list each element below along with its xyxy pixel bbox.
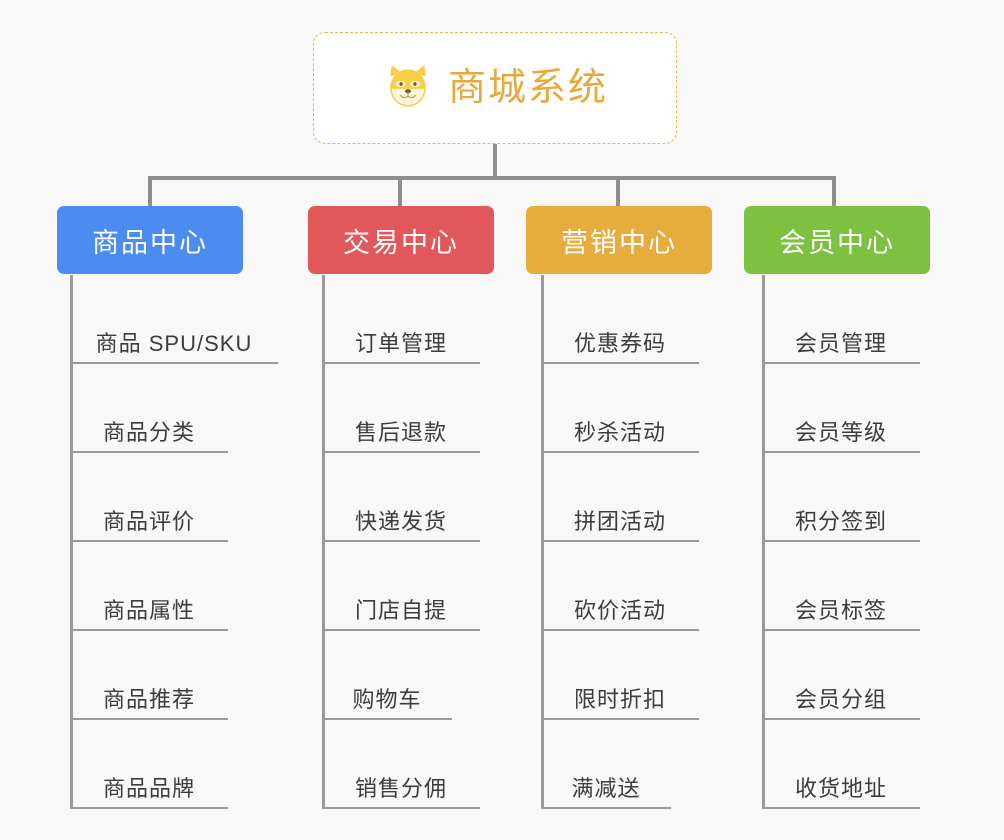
category-label: 营销中心 [561, 227, 677, 258]
leaf-item-label: 商品评价 [102, 508, 195, 534]
root-node-mall-system[interactable]: 商城系统 [313, 32, 677, 144]
leaf-item-label: 会员管理 [794, 330, 887, 356]
leaf-item-label: 商品品牌 [102, 775, 195, 801]
leaf-item-label: 购物车 [352, 686, 422, 712]
leaf-item[interactable]: 会员管理 [762, 275, 920, 364]
leaf-item-label: 会员等级 [794, 419, 887, 445]
shiba-dog-face-icon [390, 65, 426, 107]
leaf-item[interactable]: 商品推荐 [70, 631, 228, 720]
leaf-item-label: 积分签到 [794, 508, 887, 534]
leaf-trunk-line [541, 275, 544, 809]
leaf-trunk-line [322, 275, 325, 809]
leaf-item-label: 秒杀活动 [573, 419, 666, 445]
leaf-item[interactable]: 快递发货 [322, 453, 480, 542]
leaf-item-label: 会员标签 [794, 597, 887, 623]
leaf-item-label: 商品 SPU/SKU [95, 330, 253, 356]
leaf-item-label: 门店自提 [354, 597, 447, 623]
connector-root-stem [493, 144, 497, 179]
connector-drop-2 [398, 176, 402, 206]
leaf-item[interactable]: 商品 SPU/SKU [70, 275, 278, 364]
leaf-item[interactable]: 商品分类 [70, 364, 228, 453]
leaf-item[interactable]: 拼团活动 [541, 453, 699, 542]
leaf-item[interactable]: 商品属性 [70, 542, 228, 631]
category-label: 会员中心 [779, 227, 895, 258]
leaf-item[interactable]: 销售分佣 [322, 720, 480, 809]
leaf-item-label: 商品推荐 [102, 686, 195, 712]
leaf-item[interactable]: 限时折扣 [541, 631, 699, 720]
category-label: 商品中心 [92, 227, 208, 258]
leaf-item[interactable]: 砍价活动 [541, 542, 699, 631]
connector-drop-1 [148, 176, 152, 206]
leaf-item-label: 订单管理 [354, 330, 447, 356]
leaf-item[interactable]: 满减送 [541, 720, 671, 809]
leaf-item[interactable]: 秒杀活动 [541, 364, 699, 453]
leaf-item-label: 快递发货 [354, 508, 447, 534]
leaf-item-label: 会员分组 [794, 686, 887, 712]
connector-horizontal-bus [150, 176, 834, 180]
leaf-item-label: 收货地址 [794, 775, 887, 801]
category-box-member-center[interactable]: 会员中心 [744, 206, 930, 274]
leaf-item[interactable]: 会员标签 [762, 542, 920, 631]
leaf-trunk-line [762, 275, 765, 809]
leaf-item[interactable]: 会员分组 [762, 631, 920, 720]
leaf-item-label: 满减送 [571, 775, 641, 801]
connector-drop-3 [616, 176, 620, 206]
leaf-item[interactable]: 商品评价 [70, 453, 228, 542]
leaf-item-label: 商品属性 [102, 597, 195, 623]
category-box-product-center[interactable]: 商品中心 [57, 206, 243, 274]
leaf-item[interactable]: 商品品牌 [70, 720, 228, 809]
root-title: 商城系统 [447, 67, 608, 109]
connector-drop-4 [832, 176, 836, 206]
leaf-item[interactable]: 会员等级 [762, 364, 920, 453]
leaf-item-label: 售后退款 [354, 419, 447, 445]
leaf-item[interactable]: 门店自提 [322, 542, 480, 631]
category-label: 交易中心 [343, 227, 459, 258]
leaf-item[interactable]: 优惠券码 [541, 275, 699, 364]
leaf-trunk-line [70, 275, 73, 809]
leaf-item-label: 限时折扣 [573, 686, 666, 712]
leaf-item-label: 商品分类 [102, 419, 195, 445]
leaf-item[interactable]: 积分签到 [762, 453, 920, 542]
category-box-trade-center[interactable]: 交易中心 [308, 206, 494, 274]
leaf-item-label: 优惠券码 [573, 330, 666, 356]
leaf-item[interactable]: 售后退款 [322, 364, 480, 453]
leaf-item-label: 拼团活动 [573, 508, 666, 534]
leaf-item-label: 销售分佣 [354, 775, 447, 801]
leaf-item[interactable]: 收货地址 [762, 720, 920, 809]
category-box-marketing-center[interactable]: 营销中心 [526, 206, 712, 274]
leaf-item[interactable]: 购物车 [322, 631, 452, 720]
leaf-item-label: 砍价活动 [573, 597, 666, 623]
leaf-item[interactable]: 订单管理 [322, 275, 480, 364]
